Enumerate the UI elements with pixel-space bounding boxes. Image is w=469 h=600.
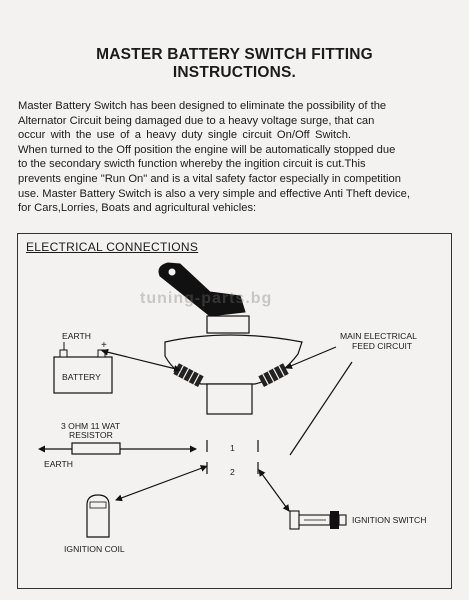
intro-paragraph: Master Battery Switch has been designed … bbox=[18, 99, 452, 216]
main-feed-arrow bbox=[285, 346, 337, 369]
ignition-switch-label: IGNITION SWITCH bbox=[352, 515, 427, 525]
intro-line: use. Master Battery Switch is also a ver… bbox=[18, 187, 410, 200]
intro-line: prevents engine "Run On" and is a vital … bbox=[18, 172, 401, 185]
terminal-1-label: 1 bbox=[230, 443, 235, 453]
resistor-icon bbox=[71, 442, 121, 455]
battery-post-neg bbox=[59, 349, 68, 358]
resistor-label-1: 3 OHM 11 WAT bbox=[61, 421, 121, 431]
intro-line: to the secondary swicth function whereby… bbox=[18, 158, 366, 171]
switch-lower-block bbox=[206, 383, 253, 415]
switch-boss bbox=[206, 315, 250, 334]
battery-post-pos bbox=[97, 349, 106, 358]
intro-line: for Cars,Lorries, Boats and agricultural… bbox=[18, 202, 257, 215]
intro-line: Alternator Circuit being damaged due to … bbox=[18, 114, 375, 127]
ignition-coil-label: IGNITION COIL bbox=[64, 544, 125, 554]
diagram-frame bbox=[17, 233, 452, 589]
battery-plus-label: + bbox=[101, 340, 107, 351]
main-feed-wire bbox=[289, 361, 353, 456]
title-line-2: INSTRUCTIONS. bbox=[172, 64, 297, 81]
title-line-1: MASTER BATTERY SWITCH FITTING bbox=[96, 46, 373, 63]
ignition-coil-icon bbox=[86, 494, 110, 538]
coil-wire bbox=[115, 465, 208, 502]
ignition-switch-wire bbox=[258, 469, 290, 512]
watermark: tuning-parts.bg bbox=[140, 290, 273, 307]
main-feed-label-1: MAIN ELECTRICAL bbox=[340, 331, 417, 341]
handle-knob-icon bbox=[168, 268, 176, 276]
resistor-label-2: RESISTOR bbox=[69, 430, 113, 440]
right-terminal-icon bbox=[258, 363, 289, 387]
main-feed-label-2: FEED CIRCUIT bbox=[352, 341, 413, 351]
intro-line: Master Battery Switch has been designed … bbox=[18, 100, 387, 112]
intro-line: When turned to the Off position the engi… bbox=[18, 143, 396, 156]
page-title: MASTER BATTERY SWITCH FITTING INSTRUCTIO… bbox=[0, 46, 469, 82]
switch-handle bbox=[158, 262, 246, 317]
earth-bottom-label: EARTH bbox=[44, 459, 73, 469]
ignition-key-icon bbox=[289, 510, 347, 530]
battery-label: BATTERY bbox=[62, 372, 101, 382]
diagram-heading: ELECTRICAL CONNECTIONS bbox=[26, 240, 199, 254]
intro-line: occur with the use of a heavy duty singl… bbox=[18, 129, 352, 142]
earth-top-label: EARTH bbox=[62, 331, 91, 341]
terminal-2-label: 2 bbox=[230, 467, 235, 477]
battery-cable bbox=[101, 348, 181, 372]
